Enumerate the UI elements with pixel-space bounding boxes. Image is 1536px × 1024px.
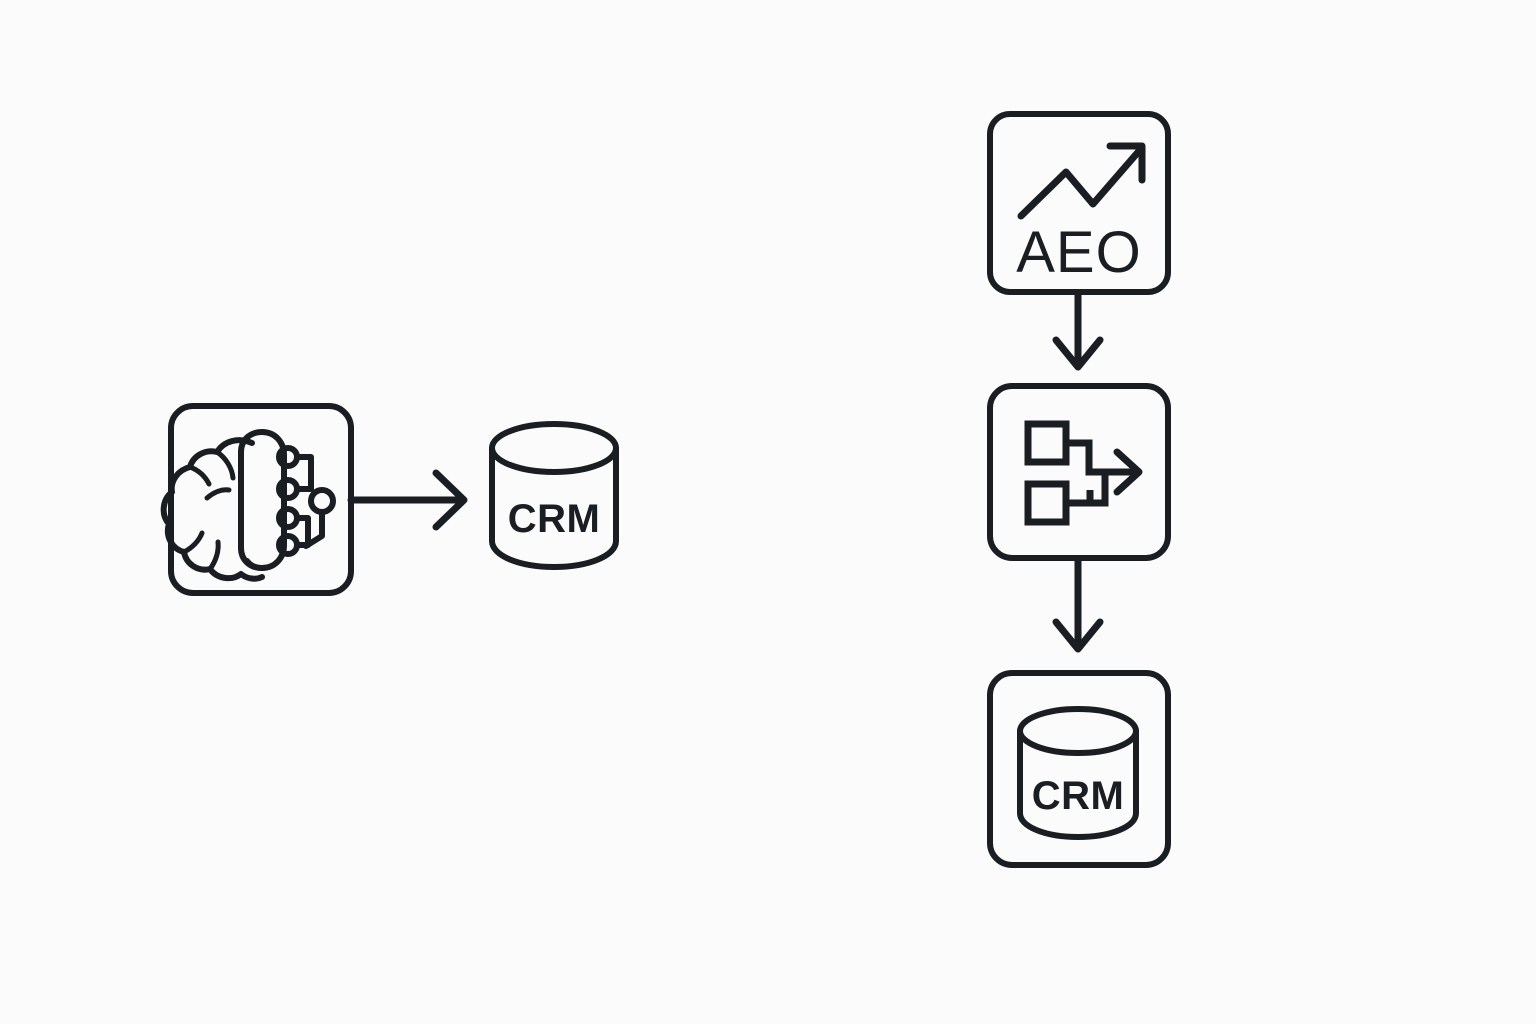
crm-database-cylinder-icon[interactable]: CRM xyxy=(489,421,619,570)
cylinder-top xyxy=(489,421,619,475)
aeo-node[interactable]: AEO xyxy=(987,111,1171,295)
arrow-right xyxy=(347,469,468,531)
ai-brain-circuit-icon xyxy=(160,429,336,582)
crm-box-outline xyxy=(987,670,1171,868)
aeo-pipeline-flow: AEO xyxy=(987,111,1171,868)
circuit-node xyxy=(276,477,300,501)
circuit-node-large xyxy=(308,487,336,515)
crm-label-right: CRM xyxy=(1032,774,1125,818)
aeo-label: AEO xyxy=(1016,220,1142,285)
workflow-square-top xyxy=(1024,420,1070,466)
crm-node[interactable]: CRM xyxy=(987,670,1171,868)
ai-brain-box[interactable] xyxy=(160,403,354,596)
ai-to-crm-flow: CRM xyxy=(160,403,619,596)
workflow-node[interactable] xyxy=(987,383,1171,561)
cylinder-top xyxy=(1017,706,1139,756)
workflow-merge-icon xyxy=(1024,420,1143,526)
trending-up-chart-icon xyxy=(1017,142,1146,220)
arrow-down-workflow-to-crm xyxy=(1052,558,1104,653)
arrow-down-aeo-to-workflow xyxy=(1052,292,1104,371)
crm-label-left: CRM xyxy=(508,497,601,541)
circuit-node xyxy=(276,533,300,557)
crm-database-cylinder-icon: CRM xyxy=(1017,706,1139,840)
workflow-square-bottom xyxy=(1024,480,1070,526)
